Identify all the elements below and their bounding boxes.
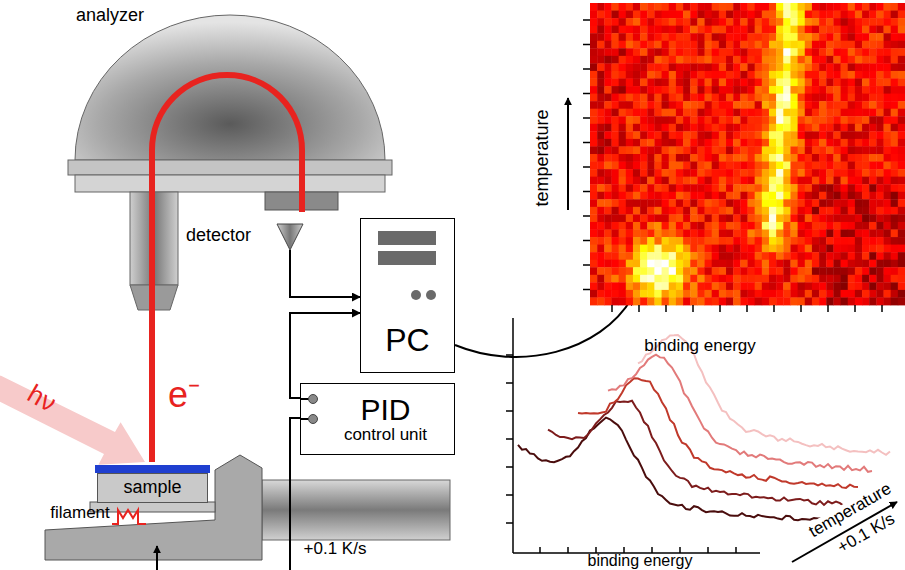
part-label: filament xyxy=(50,504,110,521)
heatmap xyxy=(590,3,905,305)
computer-box: PC xyxy=(360,218,455,373)
axis-ticks xyxy=(583,20,882,312)
detector-symbol: detector xyxy=(186,222,304,250)
plot-axes xyxy=(506,318,760,553)
node-subtitle: control unit xyxy=(344,426,427,445)
node-title: PC xyxy=(385,323,429,358)
axis-label: temperature xyxy=(533,109,551,206)
node-title: detector xyxy=(186,226,251,246)
spectra-curves xyxy=(518,335,890,522)
axis-label: binding energy xyxy=(588,553,693,569)
signal-wire xyxy=(290,250,360,297)
controller-box: PIDcontrol unit xyxy=(300,383,455,455)
beam-label: e⁻ xyxy=(168,377,200,413)
node-title: PID xyxy=(360,393,410,426)
sample-box: sample xyxy=(97,473,208,503)
part-label: analyzer xyxy=(76,6,144,24)
axis-label: binding energy xyxy=(644,337,756,354)
signal-label: +0.1 K/s xyxy=(304,540,367,557)
terminal-pins xyxy=(301,384,325,456)
node-title: sample xyxy=(123,478,181,498)
